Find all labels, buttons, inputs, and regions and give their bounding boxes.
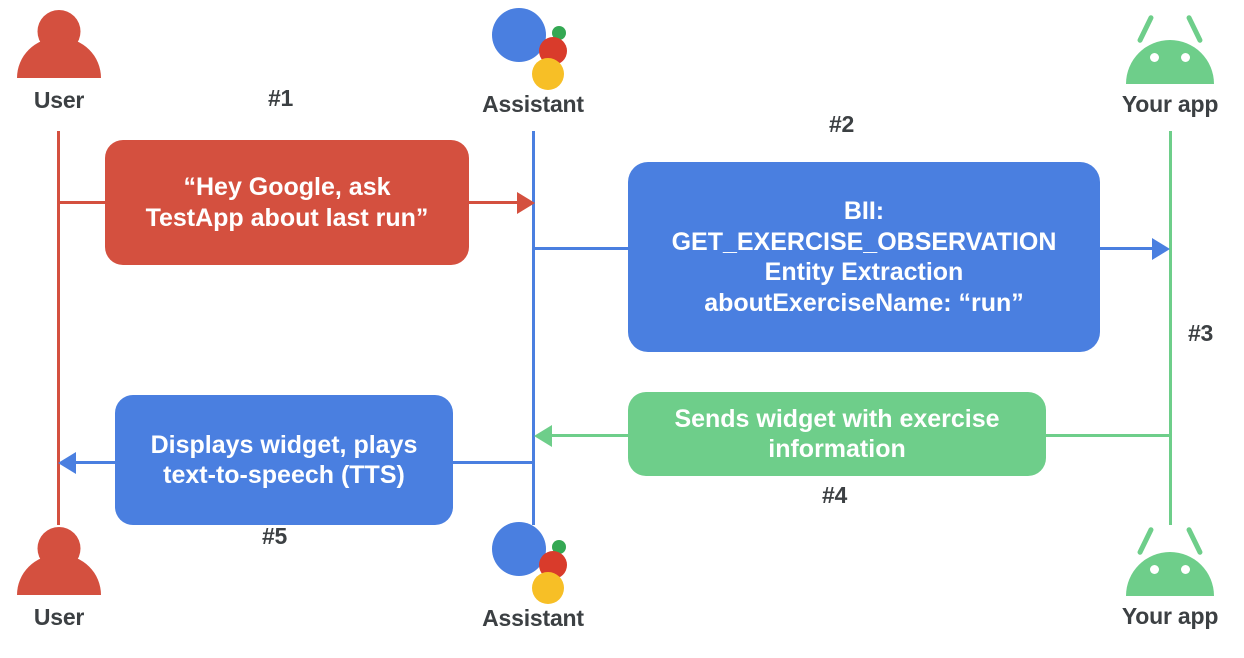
connector-step5-to-user [75, 461, 117, 464]
arrowhead-step1 [517, 192, 535, 214]
message-box-step4-text: Sends widget with exercise information [674, 404, 1000, 464]
message-box-step2: BII: GET_EXERCISE_OBSERVATION Entity Ext… [628, 162, 1100, 352]
arrowhead-step3 [1152, 238, 1170, 260]
lifeline-assistant [532, 131, 535, 525]
message-box-step1-text: “Hey Google, ask TestApp about last run” [145, 173, 429, 232]
android-robot-icon [1120, 522, 1220, 602]
message-box-step2-text: BII: GET_EXERCISE_OBSERVATION Entity Ext… [671, 197, 1057, 317]
connector-step2-to-app [1098, 247, 1154, 250]
step-label-1: #1 [268, 85, 293, 111]
user-icon [17, 8, 101, 86]
google-assistant-icon [488, 4, 578, 90]
arrowhead-step4 [534, 425, 552, 447]
actor-app-bottom: Your app [1095, 522, 1244, 629]
actor-app-bottom-label: Your app [1121, 603, 1219, 629]
step-label-4: #4 [822, 482, 847, 508]
actor-user-bottom-label: User [33, 604, 85, 630]
actor-app-top: Your app [1095, 10, 1244, 117]
lifeline-app [1169, 131, 1172, 525]
arrowhead-step5 [58, 452, 76, 474]
actor-assistant-top: Assistant [458, 4, 608, 117]
message-box-step5-text: Displays widget, plays text-to-speech (T… [150, 430, 418, 490]
lifeline-user [57, 131, 60, 525]
step-label-2: #2 [829, 111, 854, 137]
actor-user-bottom: User [0, 525, 134, 630]
connector-assistant-to-step2 [532, 247, 630, 250]
user-icon [17, 525, 101, 603]
android-robot-icon [1120, 10, 1220, 90]
google-assistant-icon [488, 518, 578, 604]
step-label-3: #3 [1188, 320, 1213, 346]
message-box-step4: Sends widget with exercise information [628, 392, 1046, 476]
actor-assistant-bottom-label: Assistant [482, 605, 584, 631]
actor-assistant-top-label: Assistant [482, 91, 584, 117]
connector-user-to-step1 [57, 201, 113, 204]
connector-app-to-step4 [1046, 434, 1172, 437]
step-label-5: #5 [262, 523, 287, 549]
actor-user-top: User [0, 8, 134, 113]
actor-user-top-label: User [33, 87, 85, 113]
connector-step4-to-assistant [551, 434, 631, 437]
connector-step1-to-assistant [468, 201, 520, 204]
message-box-step1: “Hey Google, ask TestApp about last run” [105, 140, 469, 265]
actor-assistant-bottom: Assistant [458, 518, 608, 631]
actor-app-top-label: Your app [1121, 91, 1219, 117]
message-box-step5: Displays widget, plays text-to-speech (T… [115, 395, 453, 525]
connector-assistant-to-step5 [452, 461, 534, 464]
